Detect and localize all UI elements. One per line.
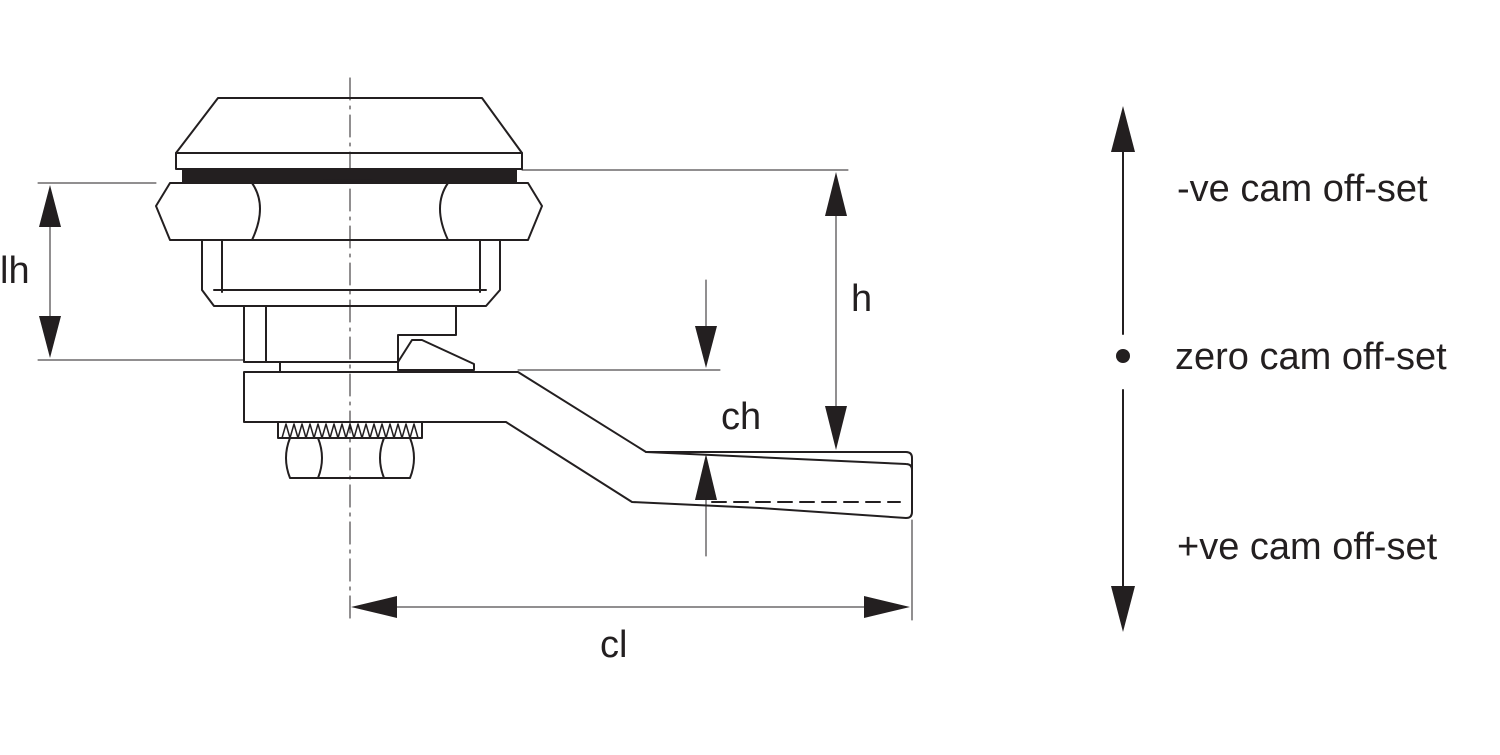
lock-head [175,97,523,170]
spindle-housing [243,305,457,363]
label-positive-offset: +ve cam off-set [1177,526,1438,568]
lock-body [201,239,501,307]
dimension-cl [351,519,913,621]
hex-nut [155,179,543,244]
dimension-h [521,169,849,450]
cam-arm [243,371,913,519]
dimension-ch [517,279,721,557]
dimension-lh [37,182,245,361]
zero-dot-icon [1116,349,1130,363]
arrow-up-icon [1111,106,1135,152]
stop-lug [397,339,475,371]
offset-legend-axis [1111,106,1135,632]
label-h: h [851,278,873,320]
arrow-down-icon [1111,586,1135,632]
gasket [182,169,517,183]
label-lh: lh [0,250,30,292]
label-ch: ch [721,396,762,438]
label-cl: cl [600,624,628,666]
label-zero-offset: zero cam off-set [1175,336,1447,378]
label-negative-offset: -ve cam off-set [1177,168,1428,210]
